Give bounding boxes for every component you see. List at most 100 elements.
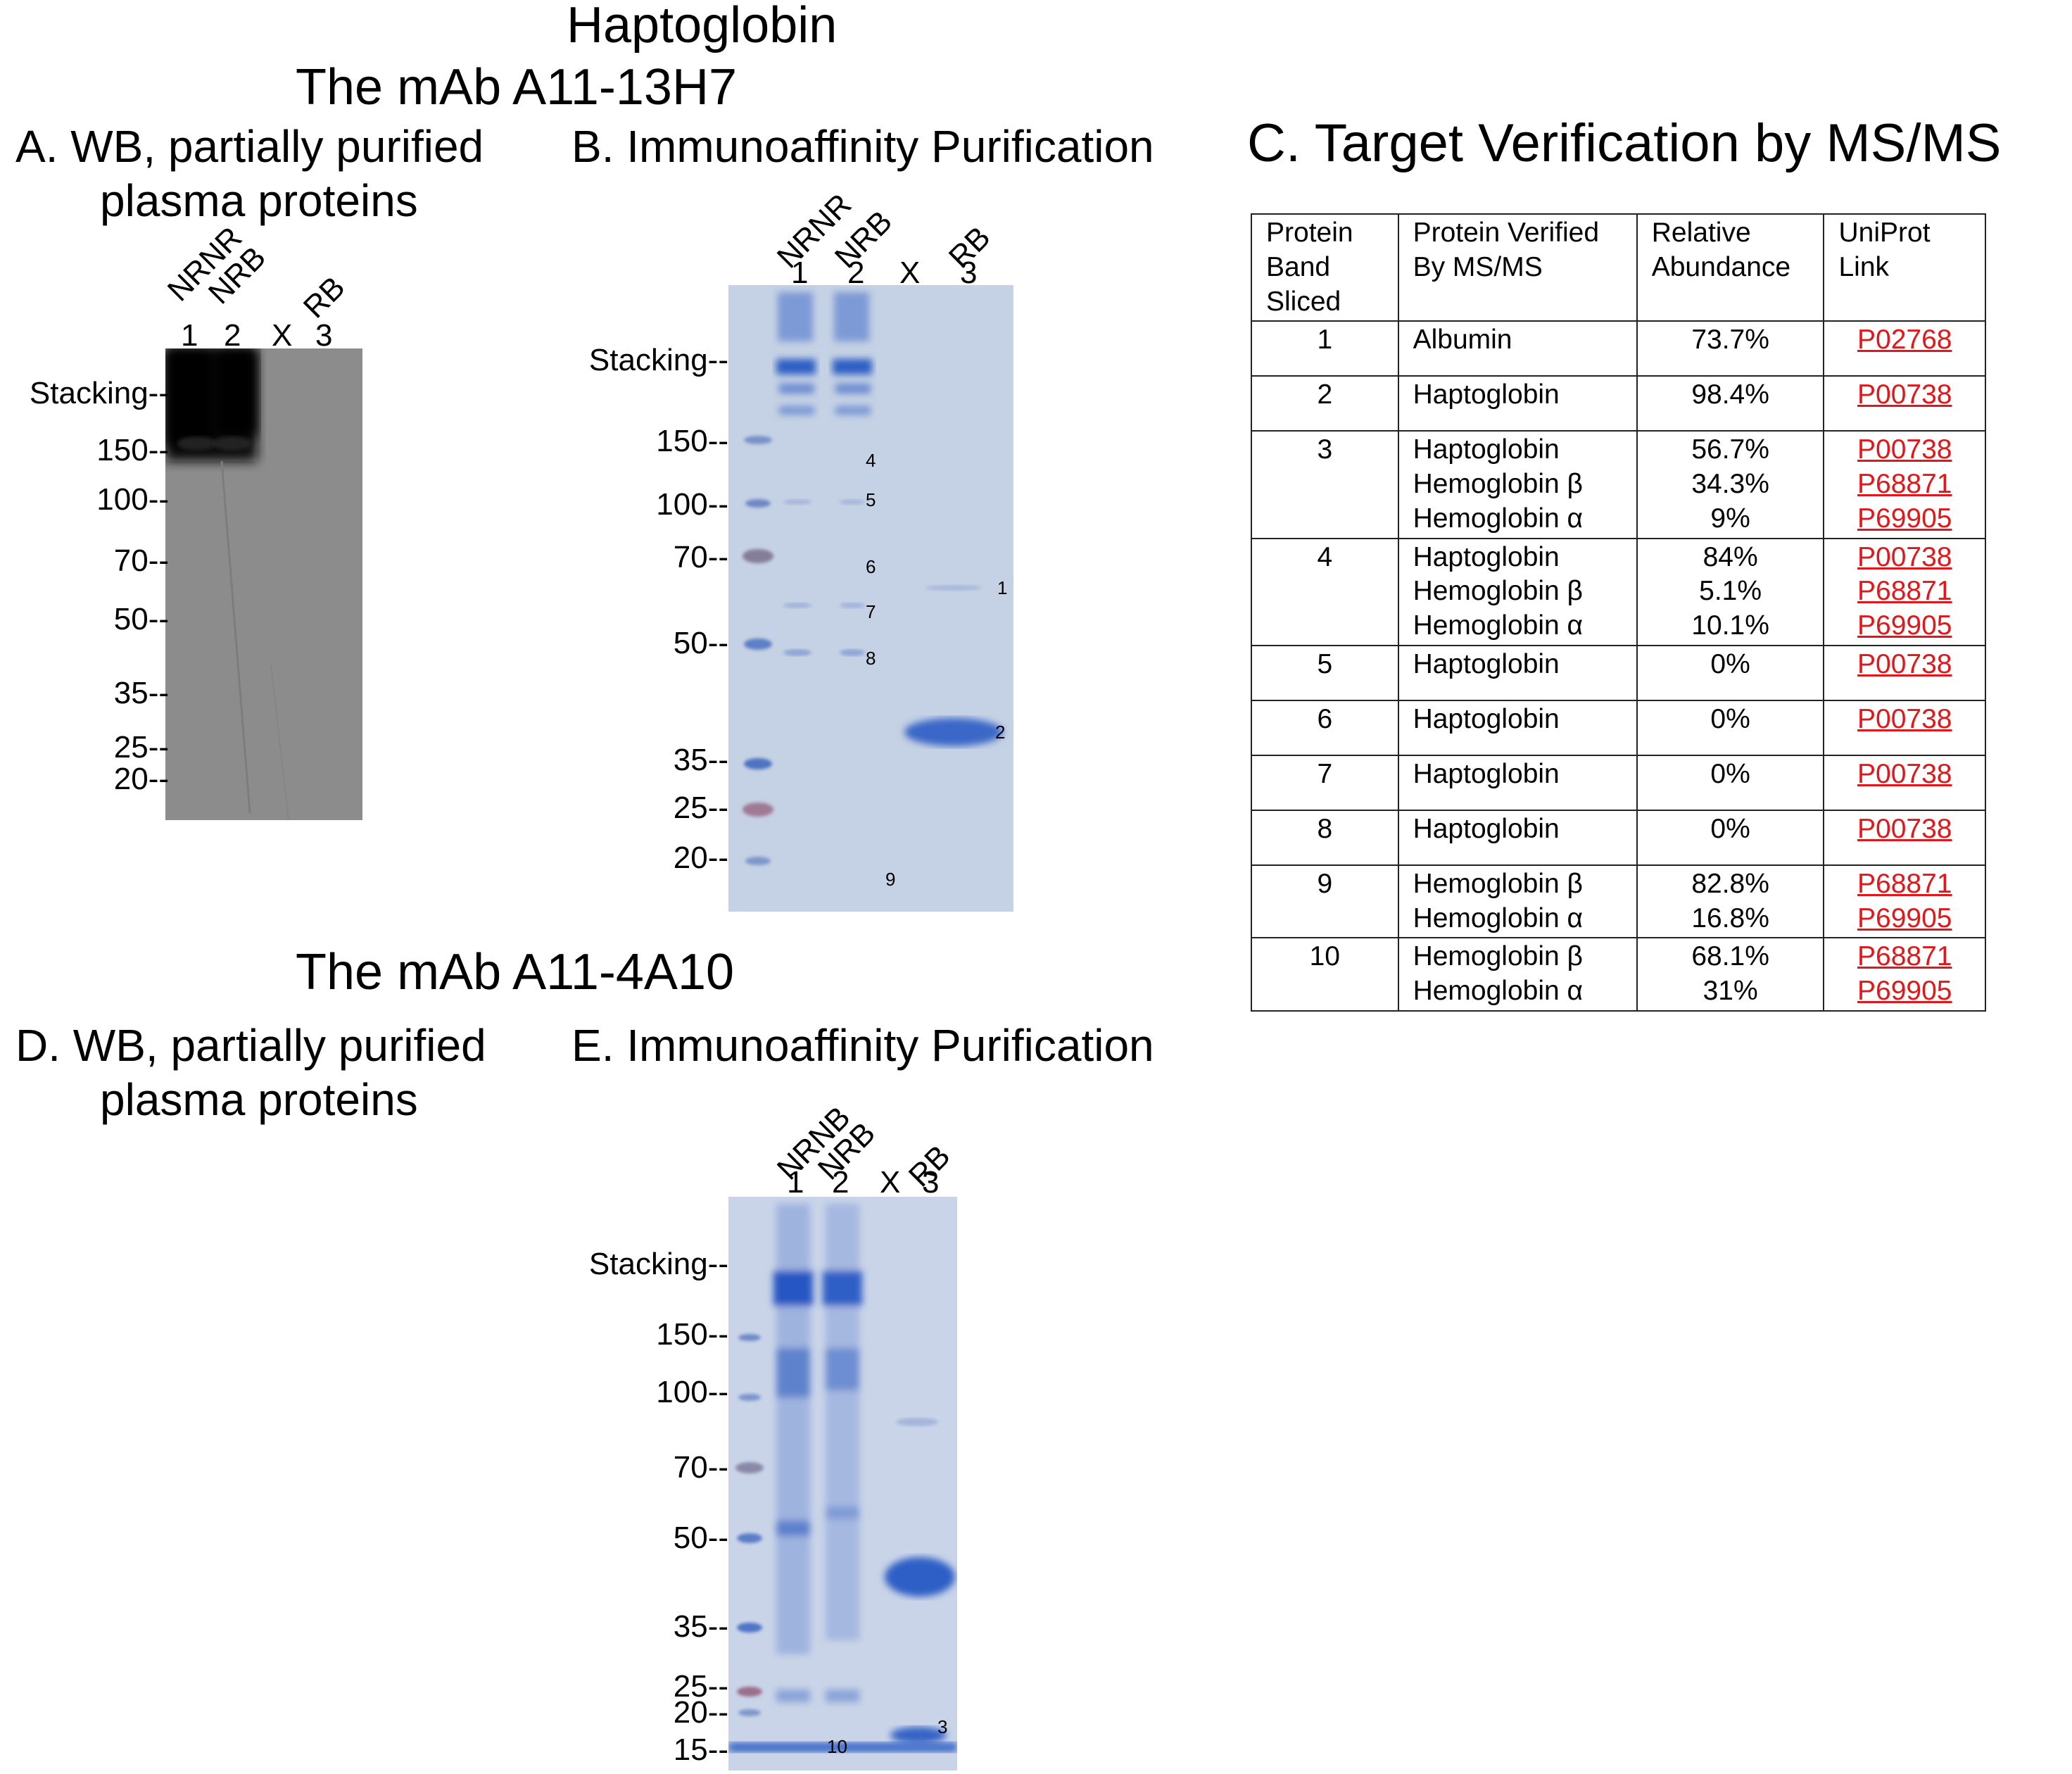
- abundance-value: 68.1%: [1691, 941, 1769, 972]
- uniprot-link[interactable]: P68871: [1857, 941, 1952, 972]
- panel-e-title: E. Immunoaffinity Purification: [571, 1020, 1154, 1071]
- gel-e-band-10: 10: [827, 1736, 847, 1757]
- abundance-value: 56.7%: [1691, 434, 1769, 465]
- uniprot-link[interactable]: P00738: [1857, 648, 1952, 679]
- gel-e-lane-number-3: 3: [922, 1165, 940, 1200]
- gel-a-image: [165, 348, 362, 820]
- uniprot-link[interactable]: P00738: [1857, 434, 1952, 465]
- gel-b-band-2: 2: [995, 722, 1006, 743]
- gel-a-lane-number-2: 2: [224, 318, 241, 353]
- gel-b-band-8: 8: [866, 648, 876, 669]
- gel-e-marker-70: 70--: [673, 1450, 728, 1485]
- gel-a-lane-number-1: 1: [181, 318, 198, 353]
- table-row: 2 Haptoglobin 98.4% P00738: [1251, 375, 1986, 432]
- gel-e-lane-number-2: 2: [832, 1165, 849, 1200]
- gel-b-band-4: 4: [866, 450, 876, 471]
- abundance-value: 82.8%: [1691, 868, 1769, 899]
- gel-b-band-7: 7: [866, 601, 876, 622]
- gel-e-marker-35: 35--: [673, 1609, 728, 1644]
- gel-b-band-1: 1: [997, 577, 1008, 598]
- protein-name: Albumin: [1413, 325, 1512, 356]
- gel-e-marker-50: 50--: [673, 1521, 728, 1555]
- abundance-value: 10.1%: [1691, 610, 1769, 641]
- band-cell: 1: [1251, 320, 1399, 377]
- band-cell: 2: [1251, 375, 1399, 432]
- gel-e-lane-number-x: X: [880, 1165, 901, 1200]
- abundance-value: 34.3%: [1691, 469, 1769, 499]
- band-cell: 3: [1251, 430, 1399, 539]
- gel-e-marker-25: 25--: [673, 1669, 728, 1704]
- gel-b-marker-stacking: Stacking--: [588, 343, 728, 377]
- protein-cell: Haptoglobin: [1397, 754, 1638, 811]
- band-cell: 10: [1251, 937, 1399, 1012]
- panel-d-title: D. WB, partially purified plasma protein…: [15, 1019, 486, 1127]
- uniprot-cell: P00738 P68871 P69905: [1823, 537, 1986, 646]
- uniprot-link[interactable]: P69905: [1857, 610, 1952, 641]
- uniprot-link[interactable]: P68871: [1857, 469, 1952, 499]
- gel-a-lane-label-3: RB: [296, 270, 352, 325]
- abundance-value: 5.1%: [1699, 576, 1762, 607]
- abundance-cell: 98.4%: [1636, 375, 1825, 432]
- band-cell: 8: [1251, 809, 1399, 866]
- abundance-cell: 0%: [1636, 699, 1825, 756]
- protein-cell: Haptoglobin Hemoglobin β Hemoglobin α: [1397, 430, 1638, 539]
- protein-cell: Haptoglobin: [1397, 809, 1638, 866]
- gel-e-marker-20: 20--: [673, 1695, 728, 1730]
- uniprot-cell: P00738: [1823, 375, 1986, 432]
- uniprot-link[interactable]: P02768: [1857, 325, 1952, 356]
- abundance-cell: 0%: [1636, 754, 1825, 811]
- panel-a-title: A. WB, partially purified plasma protein…: [15, 120, 484, 228]
- protein-cell: Haptoglobin Hemoglobin β Hemoglobin α: [1397, 537, 1638, 646]
- gel-a-marker-35: 35--: [113, 676, 169, 710]
- gel-b-band-5: 5: [866, 489, 876, 510]
- uniprot-link[interactable]: P00738: [1857, 379, 1952, 410]
- abundance-value: 98.4%: [1691, 379, 1769, 410]
- table-row: 4 Haptoglobin Hemoglobin β Hemoglobin α …: [1251, 537, 1986, 646]
- uniprot-link[interactable]: P69905: [1857, 503, 1952, 534]
- gel-b-marker-100: 100--: [656, 487, 728, 522]
- gel-b-lane-number-3: 3: [960, 256, 978, 290]
- gel-b-marker-50: 50--: [673, 626, 728, 660]
- gel-a-marker-70: 70--: [113, 543, 169, 578]
- band-cell: 7: [1251, 754, 1399, 811]
- abundance-cell: 68.1% 31%: [1636, 937, 1825, 1012]
- protein-name: Haptoglobin: [1413, 541, 1560, 572]
- band-cell: 9: [1251, 864, 1399, 939]
- protein-name: Hemoglobin α: [1413, 902, 1584, 933]
- uniprot-cell: P68871 P69905: [1823, 937, 1986, 1012]
- header-protein-line2: By MS/MS: [1413, 251, 1543, 282]
- gel-a-marker-150: 150--: [96, 433, 169, 467]
- protein-name: Haptoglobin: [1413, 758, 1560, 789]
- gel-b-marker-25: 25--: [673, 791, 728, 825]
- protein-name: Haptoglobin: [1413, 434, 1560, 465]
- uniprot-link[interactable]: P69905: [1857, 976, 1952, 1006]
- uniprot-cell: P00738: [1823, 699, 1986, 756]
- uniprot-link[interactable]: P00738: [1857, 703, 1952, 734]
- header-band-line3: Sliced: [1266, 286, 1341, 317]
- protein-name: Hemoglobin β: [1413, 576, 1583, 607]
- table-row: 9 Hemoglobin β Hemoglobin α 82.8% 16.8% …: [1251, 864, 1986, 939]
- uniprot-link[interactable]: P69905: [1857, 902, 1952, 933]
- uniprot-link[interactable]: P68871: [1857, 868, 1952, 899]
- uniprot-cell: P68871 P69905: [1823, 864, 1986, 939]
- figure-title: Haptoglobin: [567, 0, 838, 54]
- header-protein: Protein Verified By MS/MS: [1397, 213, 1638, 322]
- uniprot-link[interactable]: P00738: [1857, 813, 1952, 844]
- gel-b-marker-70: 70--: [673, 540, 728, 574]
- header-band: Protein Band Sliced: [1251, 213, 1399, 322]
- protein-cell: Hemoglobin β Hemoglobin α: [1397, 937, 1638, 1012]
- uniprot-link[interactable]: P68871: [1857, 576, 1952, 607]
- abundance-value: 0%: [1710, 813, 1750, 844]
- uniprot-link[interactable]: P00738: [1857, 541, 1952, 572]
- gel-a-lane-number-x: X: [272, 318, 293, 353]
- panel-c-title: C. Target Verification by MS/MS: [1247, 113, 2002, 173]
- header-band-line1: Protein: [1266, 218, 1353, 248]
- gel-e-marker-100: 100--: [656, 1375, 728, 1409]
- abundance-value: 0%: [1710, 703, 1750, 734]
- uniprot-link[interactable]: P00738: [1857, 758, 1952, 789]
- abundance-cell: 0%: [1636, 809, 1825, 866]
- gel-b-band-6: 6: [866, 556, 876, 577]
- ms-verification-table: Protein Band Sliced Protein Verified By …: [1251, 213, 1986, 1012]
- gel-e-lane-number-1: 1: [787, 1165, 804, 1200]
- abundance-cell: 73.7%: [1636, 320, 1825, 377]
